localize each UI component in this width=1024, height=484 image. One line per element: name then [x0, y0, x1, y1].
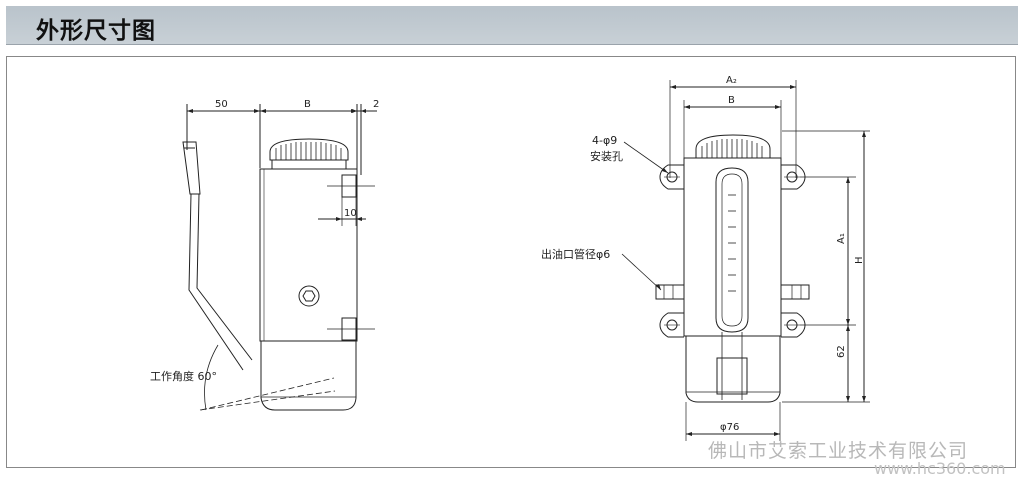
- left-view: [182, 104, 377, 411]
- angle-arc: [204, 344, 219, 411]
- watermark-site: www.hc360.com: [874, 459, 1006, 478]
- left-reservoir: [260, 341, 357, 411]
- outlet-label: 出油口管径φ6: [541, 247, 610, 261]
- leader-outlet: [621, 253, 662, 291]
- right-reservoir: [685, 336, 781, 403]
- sight-glass: [715, 167, 749, 333]
- dim-b-label: B: [728, 95, 735, 106]
- leader-mount-holes: [623, 141, 669, 174]
- right-view: [621, 80, 870, 441]
- left-nut: [298, 285, 320, 307]
- pump-plunger: [716, 357, 748, 395]
- dim-gap-label: 2: [373, 99, 379, 110]
- left-body: [259, 168, 358, 342]
- left-cap: [269, 138, 349, 161]
- handle-grip: [182, 141, 201, 195]
- handle-rod: [188, 193, 253, 371]
- right-cap: [695, 134, 771, 159]
- dim-h-label: H: [854, 256, 865, 264]
- dim-base-label: φ76: [720, 422, 739, 433]
- flange-bottom-left: [659, 312, 684, 338]
- dim-a1-label: A₁: [836, 233, 847, 244]
- drawing-frame: [6, 56, 1016, 468]
- mount-holes-note: 安装孔: [590, 149, 623, 163]
- right-body: [683, 157, 782, 337]
- outlet-left: [655, 284, 685, 300]
- dim-body-label: B: [304, 99, 311, 110]
- outlet-right: [780, 284, 810, 300]
- flange-top-left: [659, 164, 684, 190]
- watermark-company: 佛山市艾索工业技术有限公司: [708, 440, 969, 462]
- dim-a2-label: A₂: [726, 75, 737, 86]
- header-bar: 外形尺寸图: [6, 6, 1018, 45]
- left-cap-base: [271, 159, 347, 170]
- page-title: 外形尺寸图: [36, 18, 156, 44]
- sight-glass-marks: [728, 194, 736, 292]
- angle-line-2: [199, 390, 336, 411]
- angle-line-1: [200, 377, 335, 411]
- dim-62-label: 62: [836, 345, 847, 358]
- arrowheads: [187, 85, 866, 436]
- dim-slot-label: 10: [344, 208, 357, 219]
- angle-label: 工作角度 60°: [150, 369, 217, 383]
- right-cap-knurl: [701, 139, 763, 158]
- dim-handle-label: 50: [215, 99, 228, 110]
- mount-holes-label: 4-φ9: [592, 134, 617, 147]
- left-cap-knurl: [275, 142, 342, 160]
